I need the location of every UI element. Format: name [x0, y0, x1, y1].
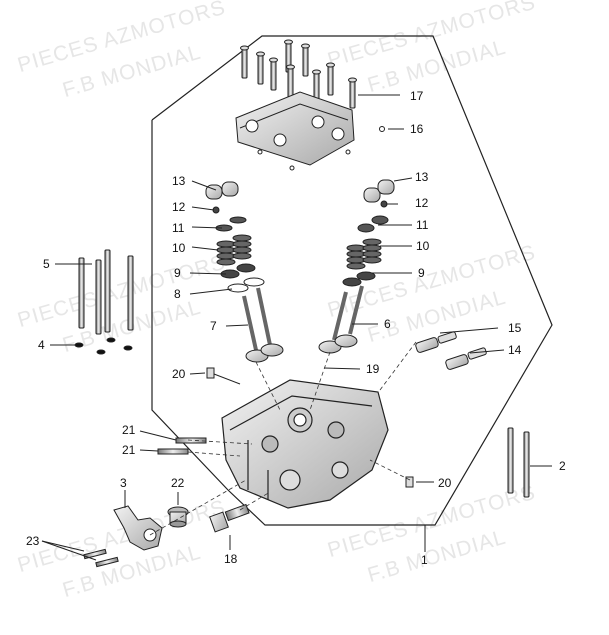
- coolant-elbow-3: [113, 505, 163, 551]
- callout-17: 17: [410, 89, 424, 103]
- sensor-15: [415, 331, 457, 353]
- callout-21-bottom: 21: [122, 443, 136, 457]
- valve-spring-left: [216, 234, 252, 266]
- tappet-right-a: [363, 187, 381, 203]
- callout-21-top: 21: [122, 423, 136, 437]
- dowel-pin-16: [379, 126, 385, 132]
- camshaft-holder-group: [235, 39, 357, 171]
- callout-3: 3: [120, 476, 127, 490]
- callout-19: 19: [366, 362, 380, 376]
- dowel-20a: [206, 367, 215, 379]
- right-valve-train: [318, 179, 395, 354]
- camshaft-holder: [235, 91, 355, 166]
- bolts-23: [83, 548, 119, 568]
- callout-20-right: 20: [438, 476, 452, 490]
- callout-12-right: 12: [415, 196, 429, 210]
- callout-13-left: 13: [172, 174, 186, 188]
- cylinder-head-bolts-left: [74, 249, 134, 355]
- switch-18: [209, 503, 250, 533]
- callout-8: 8: [174, 287, 181, 301]
- callout-4: 4: [38, 338, 45, 352]
- callout-15: 15: [508, 321, 522, 335]
- callout-23: 23: [26, 534, 40, 548]
- alignment-dashed-lines: [149, 341, 417, 536]
- callout-5: 5: [43, 257, 50, 271]
- valve-head-right-b: [334, 334, 358, 348]
- callout-1: 1: [421, 553, 428, 567]
- callout-20-left: 20: [172, 367, 186, 381]
- callout-11-left: 11: [172, 221, 185, 235]
- callout-18: 18: [224, 552, 238, 566]
- temp-sensor-22: [167, 506, 189, 528]
- tappet-left-b: [221, 181, 239, 197]
- callout-13-right: 13: [415, 170, 429, 184]
- callout-11-right: 11: [416, 218, 429, 232]
- valve-head-left-b: [260, 343, 284, 357]
- assembly-outline: [151, 35, 553, 526]
- callout-9-left: 9: [174, 266, 181, 280]
- long-bolts-right: [507, 427, 530, 498]
- leader-lines: [41, 94, 552, 561]
- callout-9-right: 9: [418, 266, 425, 280]
- holder-bolt-heads: [240, 39, 357, 83]
- callout-7: 7: [210, 319, 217, 333]
- callout-12-left: 12: [172, 200, 186, 214]
- callout-10-right: 10: [416, 239, 430, 253]
- callout-14: 14: [508, 343, 522, 357]
- dowel-20b: [405, 476, 414, 488]
- callout-22: 22: [171, 476, 185, 490]
- valve-spring-right: [346, 238, 382, 270]
- left-valve-train: [205, 181, 284, 363]
- tappet-right-b: [377, 179, 395, 195]
- callout-10-left: 10: [172, 241, 186, 255]
- callout-16: 16: [410, 122, 424, 136]
- sensor-14: [445, 347, 487, 370]
- cylinder-head: [221, 379, 389, 509]
- callout-2: 2: [559, 459, 566, 473]
- stud-21b: [157, 448, 189, 455]
- callout-6: 6: [384, 317, 391, 331]
